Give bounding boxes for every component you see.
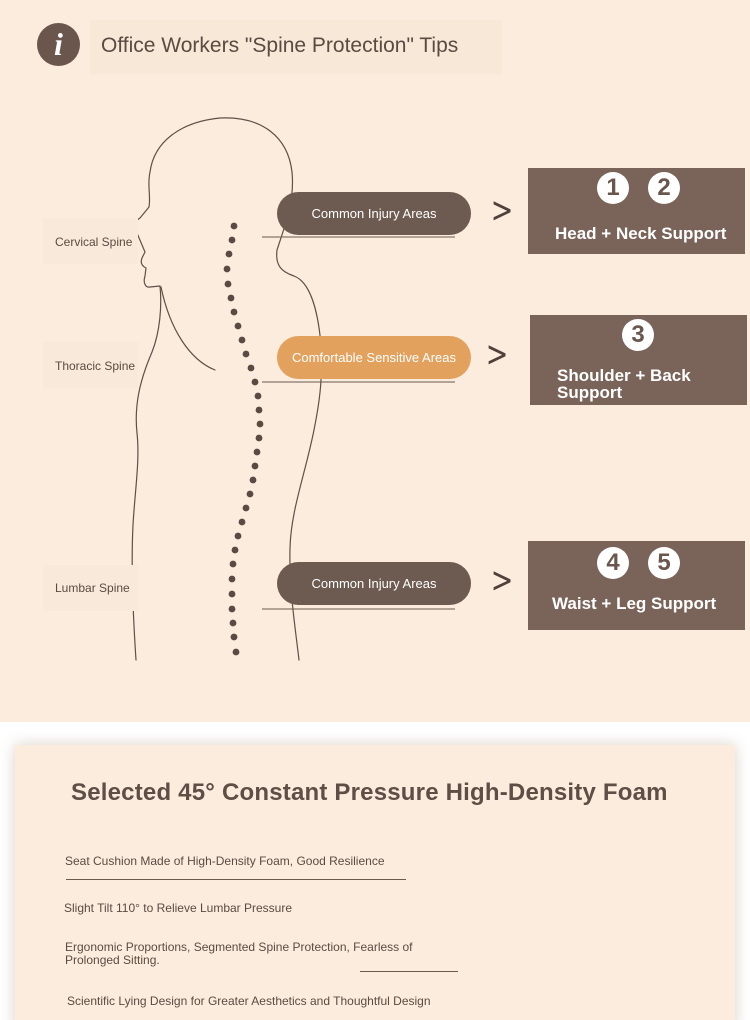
page-title: Office Workers "Spine Protection" Tips: [101, 34, 459, 57]
info-icon: i: [37, 23, 80, 66]
number-badge: 2: [648, 172, 680, 204]
foam-title: Selected 45° Constant Pressure High-Dens…: [71, 779, 668, 806]
area-pill-cervical: Common Injury Areas: [277, 192, 471, 235]
support-box-head-neck: 1 2 Head + Neck Support: [528, 168, 745, 254]
area-pill-lumbar: Common Injury Areas: [277, 562, 471, 605]
spine-label-thoracic: Thoracic Spine: [55, 359, 136, 373]
spine-label-lumbar: Lumbar Spine: [55, 581, 130, 595]
foam-info-card: [15, 745, 735, 1020]
feature-item: Slight Tilt 110° to Relieve Lumbar Press…: [64, 901, 293, 915]
header-bar: [90, 20, 502, 74]
number-badge: 4: [597, 547, 629, 579]
support-label: Shoulder + Back Support: [557, 366, 691, 402]
body-outline-front: [131, 117, 323, 661]
number-badge: 3: [622, 319, 654, 351]
support-box-shoulder-back: 3 Shoulder + Back Support: [530, 315, 747, 405]
support-label: Waist + Leg Support: [552, 594, 717, 613]
spine-dots: [223, 222, 264, 656]
area-pill-thoracic: Comfortable Sensitive Areas: [277, 336, 471, 379]
feature-divider: [360, 971, 458, 972]
chevron-right-icon: >: [485, 334, 509, 375]
label-bg-cervical: [43, 218, 138, 264]
body-silhouette-figure: [131, 117, 455, 661]
chevron-right-icon: >: [490, 560, 514, 601]
label-bg-thoracic: [43, 342, 138, 388]
body-outline-back: [160, 286, 216, 371]
support-label: Head + Neck Support: [555, 224, 727, 243]
feature-item: Ergonomic Proportions, Segmented Spine P…: [65, 940, 413, 967]
feature-divider: [66, 879, 406, 880]
feature-item: Seat Cushion Made of High-Density Foam, …: [65, 854, 385, 868]
number-badge: 5: [648, 547, 680, 579]
chevron-right-icon: >: [490, 190, 514, 231]
label-bg-lumbar: [43, 565, 138, 611]
number-badge: 1: [597, 172, 629, 204]
support-box-waist-leg: 4 5 Waist + Leg Support: [528, 541, 745, 630]
spine-label-cervical: Cervical Spine: [55, 235, 133, 249]
feature-item: Scientific Lying Design for Greater Aest…: [67, 994, 431, 1008]
